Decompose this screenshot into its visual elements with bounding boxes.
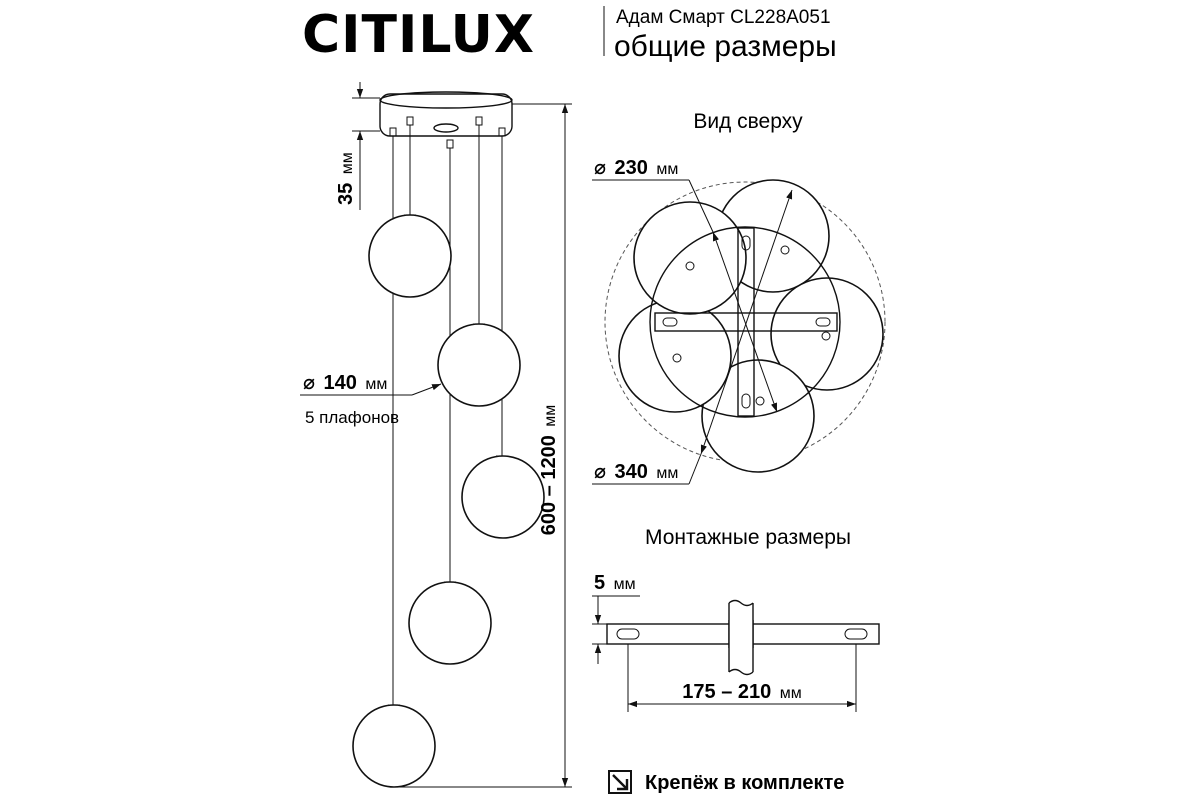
break-line (728, 599, 754, 607)
brand-logo: CITILUX (302, 5, 535, 65)
cord-connector (446, 139, 454, 149)
mount-slot (662, 317, 678, 327)
globe-shade (368, 214, 452, 298)
globe-shade (352, 704, 436, 788)
mount-slot (844, 628, 868, 640)
screw (821, 331, 831, 341)
canopy-diameter-label: ⌀ 230 мм (594, 157, 678, 179)
cord-connector (406, 116, 414, 126)
globe-shade (461, 455, 545, 539)
cord-connector (498, 127, 506, 137)
cord-connector (475, 116, 483, 126)
cord-connector (389, 127, 397, 137)
top-view: Вид сверху ⌀ 230 мм (592, 110, 886, 485)
callout-leader (688, 453, 702, 485)
globe-shade (437, 323, 521, 407)
plate-thickness-label: 5 мм (594, 572, 636, 594)
top-view-title: Вид сверху (693, 110, 803, 133)
mount-slot (815, 317, 831, 327)
canopy (379, 93, 513, 137)
top-globe (618, 299, 732, 413)
hole-spacing-label: 175 – 210 мм (682, 681, 801, 703)
break-line (728, 668, 754, 676)
screw (672, 353, 682, 363)
canopy-height-label: 35 мм (335, 152, 357, 205)
canopy-top (379, 91, 513, 109)
globe-count-label: 5 плафонов (305, 408, 399, 427)
mount-slot (616, 628, 640, 640)
drop-height-label: 600 – 1200 мм (538, 405, 560, 536)
footer-note: Крепёж в комплекте (645, 772, 844, 794)
overall-diameter-label: ⌀ 340 мм (594, 461, 678, 483)
model-name: Адам Смарт CL228A051 (616, 7, 831, 28)
top-globe (633, 201, 747, 315)
header-subtitle: общие размеры (614, 30, 837, 63)
mounting-view: Монтажные размеры 5 мм 175 – 210 мм (592, 526, 880, 712)
globe-shade (408, 581, 492, 665)
side-view: 35 мм 600 – 1200 мм ⌀ 140 мм 5 плафонов (300, 82, 572, 788)
globe-diameter-label: ⌀ 140 мм (303, 372, 387, 394)
arrow-down-right-icon (608, 770, 632, 794)
screw (685, 261, 695, 271)
canopy-center-hub (433, 123, 459, 133)
callout-leader (411, 383, 442, 396)
overall-diameter-line (700, 189, 793, 455)
mounting-title: Монтажные размеры (645, 526, 851, 549)
